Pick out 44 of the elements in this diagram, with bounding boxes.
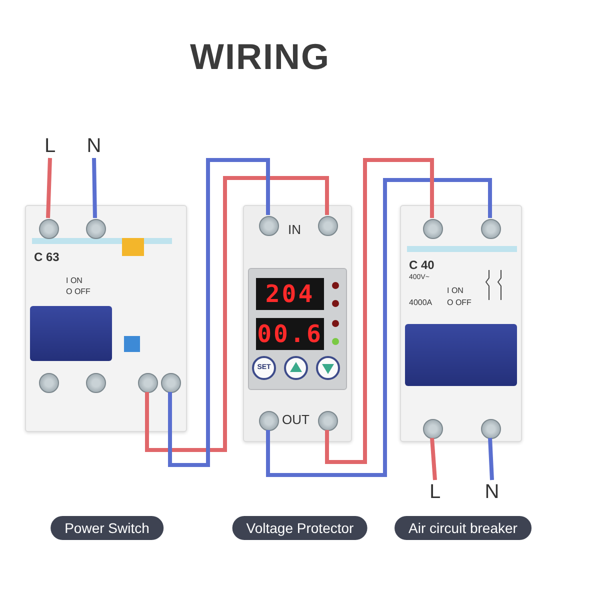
wire xyxy=(168,158,270,467)
wire xyxy=(488,438,494,480)
title: WIRING xyxy=(189,36,331,78)
terminal-screw xyxy=(423,419,443,439)
terminal-screw xyxy=(423,219,443,239)
wire xyxy=(430,438,437,480)
device-marking: C 63 xyxy=(34,250,60,264)
terminal-screw xyxy=(138,373,158,393)
caption-pill: Air circuit breaker xyxy=(394,516,532,540)
wire xyxy=(46,158,52,218)
device-marking: OUT xyxy=(282,412,310,427)
wire-label: L xyxy=(425,480,445,504)
terminal-screw xyxy=(259,411,279,431)
terminal-screw xyxy=(318,411,338,431)
terminal-screw xyxy=(86,219,106,239)
wire-label: N xyxy=(84,134,104,158)
wire xyxy=(325,158,434,464)
voltage-protector-device xyxy=(243,205,352,442)
terminal-screw xyxy=(318,216,338,236)
terminal-screw xyxy=(161,373,181,393)
caption-pill: Power Switch xyxy=(50,516,164,540)
device-marking: C 40 xyxy=(409,258,434,272)
device-marking: I ON xyxy=(66,276,82,285)
terminal-screw xyxy=(39,373,59,393)
wire xyxy=(92,158,97,218)
device-marking: I ON xyxy=(447,286,464,295)
terminal-screw xyxy=(259,216,279,236)
circuit-breaker-device xyxy=(400,205,522,442)
device-marking: 4000A xyxy=(409,298,432,307)
digital-display: 00.6 xyxy=(256,318,324,350)
terminal-screw xyxy=(481,419,501,439)
device-marking: O OFF xyxy=(66,287,90,296)
device-marking: IN xyxy=(288,222,301,237)
terminal-screw xyxy=(39,219,59,239)
device-marking: O OFF xyxy=(447,298,472,307)
wire xyxy=(145,176,329,452)
terminal-screw xyxy=(86,373,106,393)
wire-label: L xyxy=(40,134,60,158)
terminal-screw xyxy=(481,219,501,239)
caption-pill: Voltage Protector xyxy=(232,516,368,540)
wire xyxy=(266,178,492,477)
power-switch-device xyxy=(25,205,187,432)
digital-display: 204 xyxy=(256,278,324,310)
wire-label: N xyxy=(482,480,502,504)
